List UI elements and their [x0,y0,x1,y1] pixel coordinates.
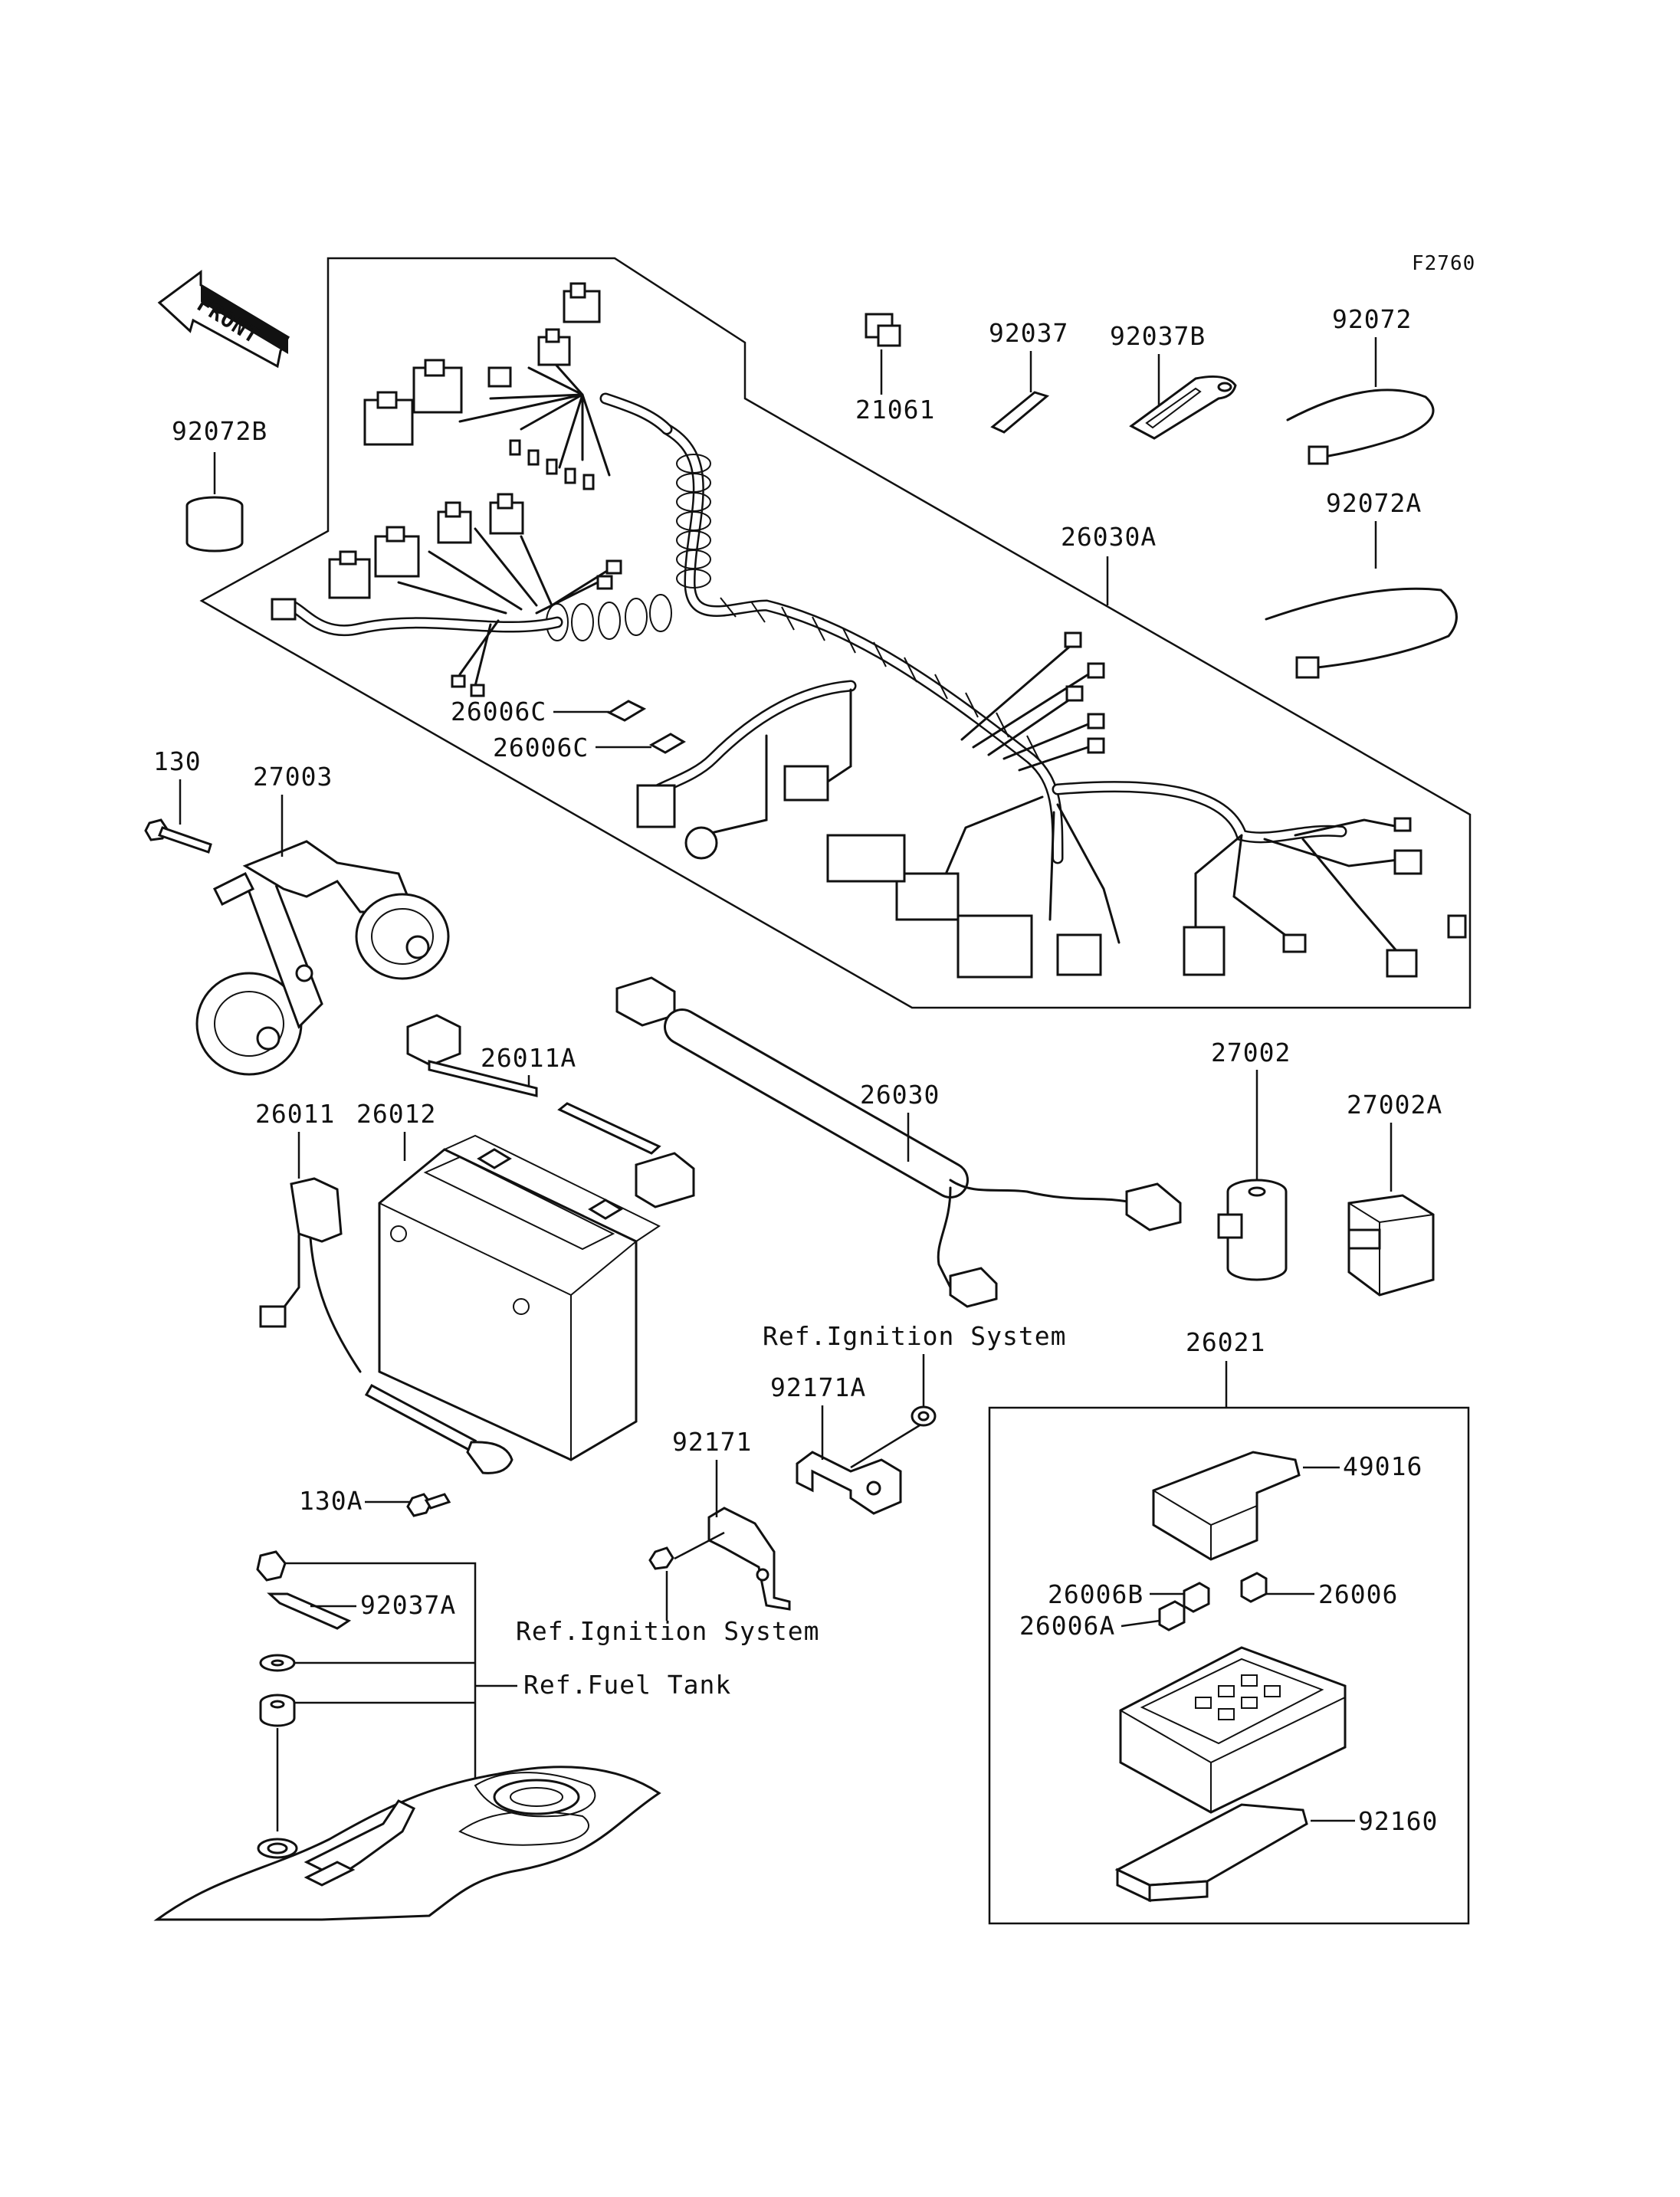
label-26006: 26006 [1318,1579,1398,1609]
cover-92160 [1114,1803,1308,1903]
label-92037: 92037 [989,318,1068,348]
cable-26011A [406,1014,695,1208]
tie-92072 [1286,389,1435,465]
label-26011: 26011 [255,1099,335,1129]
battery-26012 [378,1134,661,1461]
horn-27003 [195,840,450,1076]
label-130A: 130A [299,1486,363,1516]
bolt-130 [144,818,212,854]
label-27002A: 27002A [1347,1090,1442,1120]
bolt-130A [406,1493,451,1517]
label-26006A: 26006A [1019,1611,1115,1641]
ref-fuel-tank: Ref.Fuel Tank [523,1670,731,1700]
harness-frame [199,257,1472,1009]
label-92160: 92160 [1358,1806,1438,1836]
plate-92037 [990,391,1050,434]
cable-26011 [259,1177,514,1474]
label-26030A: 26030A [1061,522,1157,552]
label-21061: 21061 [855,395,935,425]
label-92072: 92072 [1332,304,1412,334]
label-26006C-2: 26006C [493,733,589,762]
label-92171: 92171 [672,1427,752,1457]
fuse-box-body [1119,1646,1347,1814]
label-27003: 27003 [253,762,333,792]
diagram-code: F2760 [1412,252,1475,275]
fuse-box-frame [988,1406,1470,1925]
label-26012: 26012 [356,1099,436,1129]
label-26011A: 26011A [481,1043,576,1073]
ref-ignition-bottom: Ref.Ignition System [516,1616,820,1646]
bracket-92171A [796,1405,937,1515]
label-27002: 27002 [1211,1038,1291,1067]
label-92072B: 92072B [172,416,267,446]
harness-26030 [615,976,1182,1308]
tie-92072A [1265,587,1458,679]
label-92037B: 92037B [1110,321,1206,351]
ref-ignition-top: Ref.Ignition System [763,1321,1067,1351]
bracket-92171 [648,1507,791,1611]
front-arrow-icon: FRONT [157,270,290,369]
label-92171A: 92171A [770,1372,866,1402]
fuel-tank-parts [153,1550,661,1921]
plate-92037B [1129,375,1237,440]
main-harness-26030A [271,282,1467,979]
label-92037A: 92037A [360,1590,456,1620]
label-26021: 26021 [1186,1327,1265,1357]
label-49016: 49016 [1343,1451,1422,1481]
band-92072B [185,496,244,553]
connector-21061 [865,313,901,347]
label-130: 130 [153,746,202,776]
relay-27002 [1217,1179,1288,1281]
cover-49016 [1152,1451,1301,1561]
label-26006B: 26006B [1048,1579,1144,1609]
label-92072A: 92072A [1326,488,1422,518]
label-26030: 26030 [860,1080,940,1110]
fuses [1158,1572,1268,1631]
relay-27002A [1347,1194,1435,1297]
label-26006C-1: 26006C [451,697,546,726]
